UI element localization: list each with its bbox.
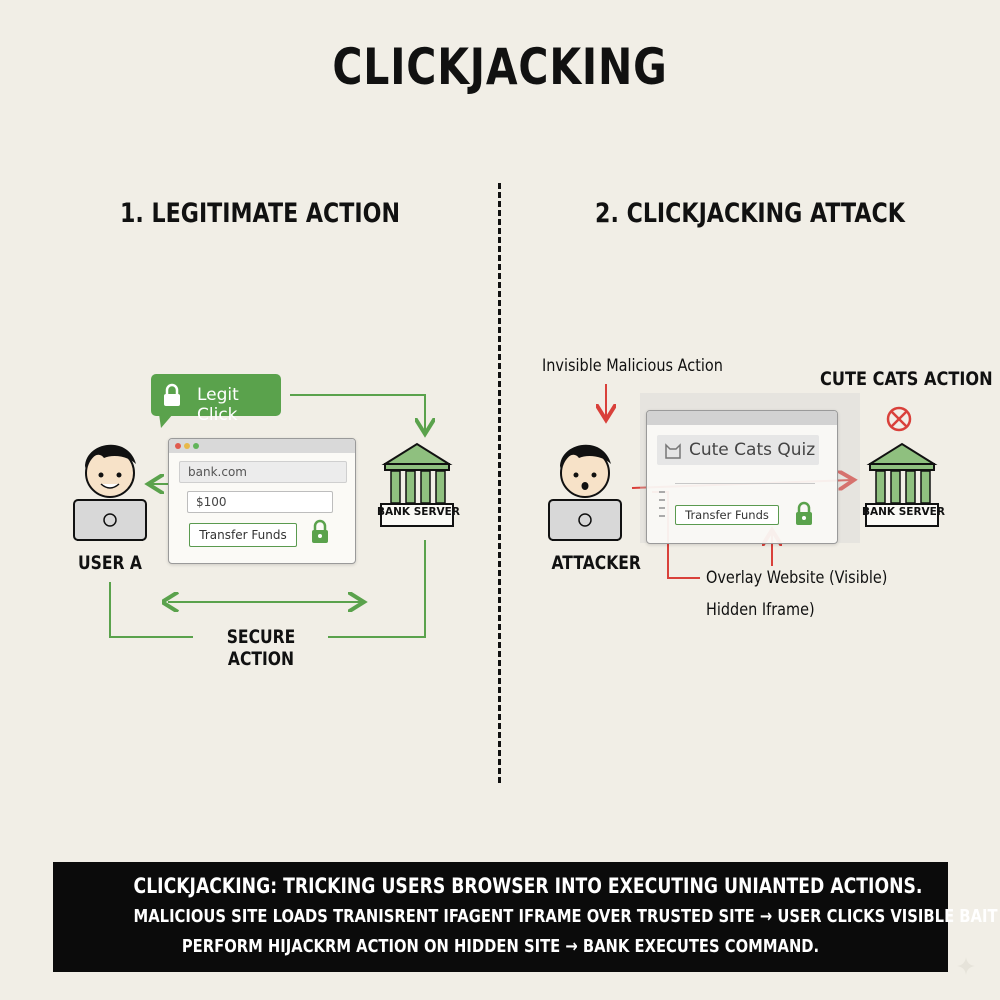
lock-icon xyxy=(796,501,812,525)
sparkle-icon xyxy=(957,957,975,975)
attack-heading: 2. CLICKJACKING ATTACK xyxy=(595,198,905,229)
summary-line-1: CLICKJACKING: TRICKING USERS BROWSER INT… xyxy=(133,874,923,898)
bank-building-icon xyxy=(380,442,454,527)
summary-box: CLICKJACKING: TRICKING USERS BROWSER INT… xyxy=(53,862,1000,972)
attacker-label: ATTACKER xyxy=(551,552,641,574)
cat-icon xyxy=(665,443,681,459)
user-a-label: USER A xyxy=(77,552,142,574)
bank-server-label-right: BANK SERVER xyxy=(862,506,945,518)
maximize-dot xyxy=(193,443,199,449)
lock-icon xyxy=(164,383,180,406)
legit-click-label: Legit Click xyxy=(197,385,239,425)
hidden-iframe-label: Hidden Iframe) xyxy=(706,600,815,620)
secure-action-label: SECURE ACTION xyxy=(226,626,296,670)
summary-line-2: MALICIOUS SITE LOADS TRANISRENT IFAGENT … xyxy=(133,906,1000,927)
amount-input[interactable]: $100 xyxy=(187,491,333,513)
bank-server-label-left: BANK SERVER xyxy=(377,506,460,518)
user-a-icon xyxy=(73,444,147,541)
bank-building-icon xyxy=(865,442,939,527)
list-dash xyxy=(659,499,665,501)
page-title: CLICKJACKING xyxy=(332,38,668,96)
close-dot xyxy=(175,443,181,449)
overlay-browser-window: Cute Cats Quiz Transfer Funds xyxy=(646,410,838,544)
invisible-action-label: Invisible Malicious Action xyxy=(542,356,723,376)
legit-click-bubble: Legit Click xyxy=(151,374,281,428)
hidden-transfer-funds-button[interactable]: Transfer Funds xyxy=(675,505,779,525)
cute-cats-action-label: CUTE CATS ACTION xyxy=(820,368,993,390)
blocked-icon xyxy=(886,406,912,432)
attacker-icon xyxy=(548,444,622,541)
overlay-website-label: Overlay Website (Visible) xyxy=(706,568,888,588)
quiz-title: Cute Cats Quiz xyxy=(689,440,816,460)
legit-heading: 1. LEGITIMATE ACTION xyxy=(120,198,400,229)
url-bar[interactable]: bank.com xyxy=(179,461,347,483)
quiz-line xyxy=(675,483,815,484)
minimize-dot xyxy=(184,443,190,449)
browser-titlebar xyxy=(647,411,837,425)
browser-titlebar xyxy=(169,439,355,453)
section-divider xyxy=(498,183,501,783)
lock-icon xyxy=(312,519,328,543)
transfer-funds-button[interactable]: Transfer Funds xyxy=(189,523,297,547)
quiz-header: Cute Cats Quiz xyxy=(657,435,819,465)
bubble-tail xyxy=(159,414,173,428)
list-dash xyxy=(659,491,665,493)
list-dash xyxy=(659,515,665,517)
list-dash xyxy=(659,507,665,509)
summary-line-3: PERFORM HIJACKRM ACTION ON HIDDEN SITE →… xyxy=(181,936,820,957)
bank-browser-window: bank.com $100 Transfer Funds xyxy=(168,438,356,564)
